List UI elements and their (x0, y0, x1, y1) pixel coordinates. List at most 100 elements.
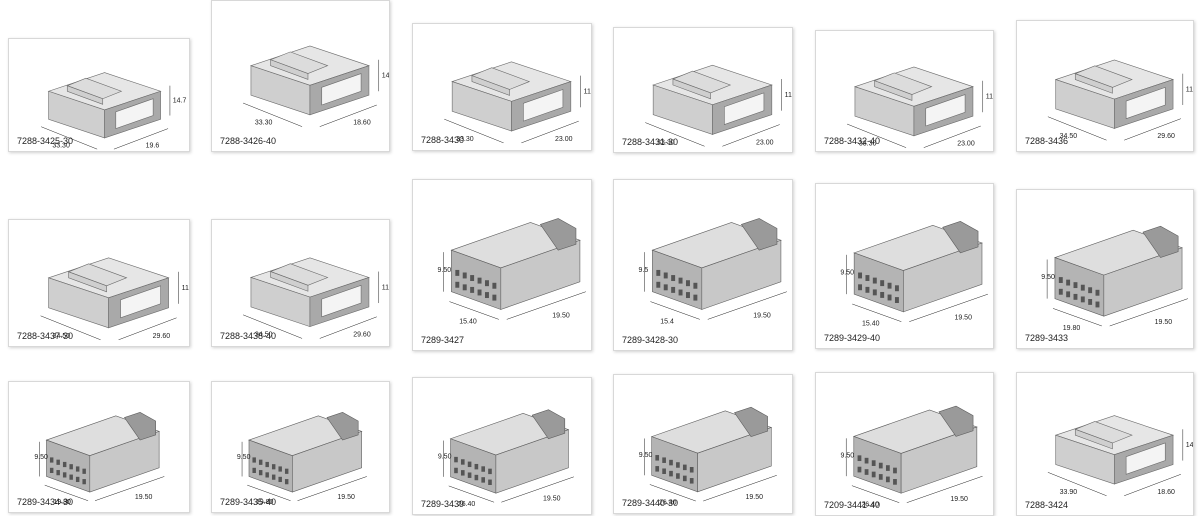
terminal-cavity (460, 459, 465, 465)
terminal-cavity (663, 272, 668, 279)
terminal-cavity (671, 286, 676, 293)
terminal-cavity (484, 292, 489, 299)
terminal-cavity (1095, 289, 1100, 296)
terminal-cavity (454, 456, 458, 463)
dimension-height: 9.5 (639, 267, 649, 274)
dimension-line-length (1047, 116, 1107, 141)
terminal-cavity (284, 468, 289, 474)
terminal-cavity (492, 294, 497, 301)
terminal-cavity (878, 474, 883, 480)
dimension-line-width (449, 301, 499, 320)
terminal-cavity (676, 462, 680, 468)
dimension-length: 33.30 (657, 139, 675, 146)
dimension-line-depth (1109, 298, 1188, 327)
terminal-cavity (488, 479, 492, 485)
mating-opening (1125, 442, 1166, 475)
terminal-cavity (56, 470, 60, 476)
dimension-width: 18.60 (1157, 489, 1175, 496)
dimension-width: 29.60 (353, 331, 371, 338)
part-number-label: 7289-3433 (1025, 333, 1069, 343)
terminal-cavity (865, 286, 870, 293)
housing-side (697, 427, 772, 493)
part-number-label: 7288-3424 (1025, 500, 1069, 510)
dimension-height: 11.30 (986, 93, 993, 100)
terminal-cavity (481, 466, 485, 472)
terminal-cavity (454, 467, 458, 474)
housing-side (701, 239, 782, 310)
terminal-cavity (252, 467, 256, 473)
dimension-width: 29.60 (153, 333, 171, 340)
terminal-cavity (655, 466, 660, 472)
dimension-line-width (521, 120, 579, 144)
terminal-cavity (49, 467, 54, 473)
terminal-cavity (1080, 296, 1085, 303)
latch-tower (1142, 225, 1179, 258)
dimension-length: 33.30 (859, 141, 877, 148)
dimension-height: 9.50 (438, 267, 452, 274)
dimension-line-width (650, 301, 700, 320)
dimension-line-depth (707, 291, 787, 320)
terminal-cavity (75, 476, 80, 483)
terminal-cavity (871, 460, 876, 466)
dimension-length: 34.50 (1060, 133, 1078, 140)
dimension-height: 9.50 (438, 454, 452, 461)
terminal-cavity (481, 477, 485, 483)
terminal-cavity (669, 470, 673, 477)
dimension-line-width (852, 303, 902, 322)
part-number-label: 7289-3428-30 (622, 335, 679, 345)
terminal-cavity (865, 275, 870, 281)
terminal-cavity (864, 457, 869, 464)
terminal-cavity (893, 467, 897, 474)
terminal-cavity (62, 472, 67, 478)
terminal-cavity (467, 461, 472, 468)
terminal-cavity (693, 294, 698, 301)
dimension-height: 11.30 (785, 92, 792, 99)
dimension-line-width (923, 125, 981, 148)
housing-side (900, 426, 978, 494)
dimension-line-length (444, 118, 504, 144)
terminal-cavity (488, 468, 492, 475)
terminal-cavity (1073, 293, 1078, 300)
part-number-label: 7288-3425-30 (17, 136, 74, 146)
terminal-cavity (894, 285, 899, 292)
dimension-line-width (722, 124, 780, 147)
terminal-cavity (271, 474, 276, 480)
terminal-cavity (685, 292, 690, 299)
terminal-cavity (857, 466, 862, 473)
dimension-height: 14.10 (1186, 442, 1193, 449)
latch-tower (942, 221, 979, 254)
latch-tower (734, 406, 768, 437)
terminal-cavity (271, 464, 276, 470)
latch-tower (539, 218, 577, 251)
part-number-label: 7288-3430 (421, 135, 465, 145)
